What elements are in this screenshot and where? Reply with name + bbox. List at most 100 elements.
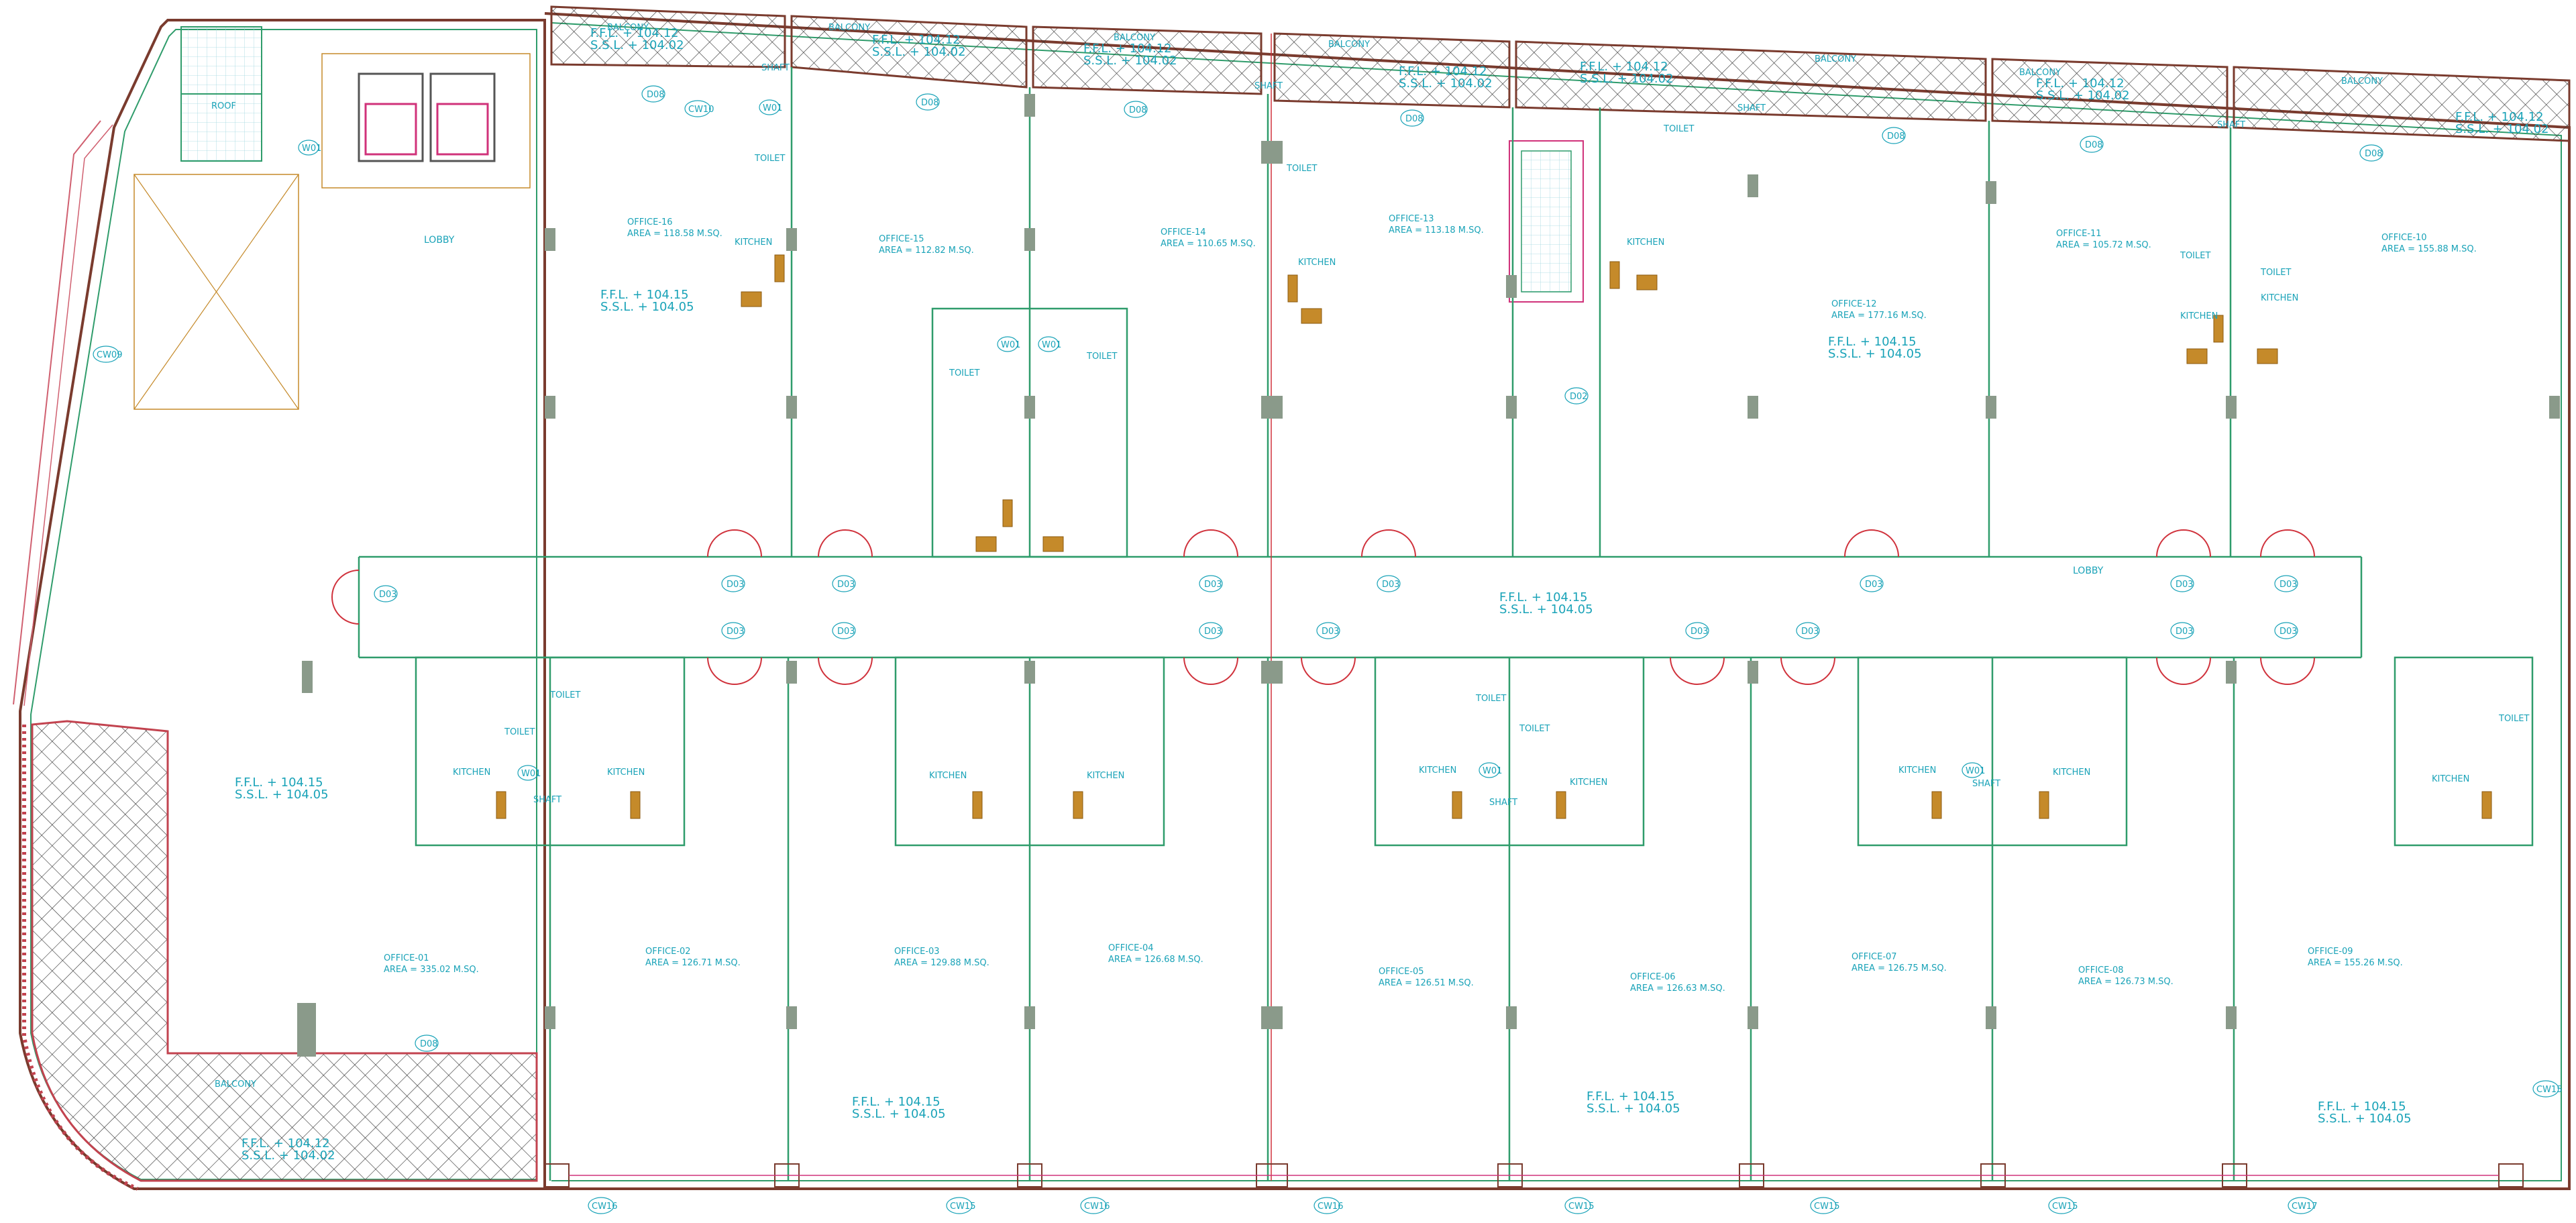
svg-text:D03: D03 xyxy=(2176,627,2194,637)
office-name: OFFICE-10 xyxy=(2381,233,2427,243)
tag-w01: W01 xyxy=(759,99,782,115)
svg-text:D03: D03 xyxy=(2176,580,2194,590)
svg-text:D03: D03 xyxy=(379,590,397,600)
corridor-doors xyxy=(331,529,2315,685)
office-name: OFFICE-16 xyxy=(627,217,673,227)
svg-text:W01: W01 xyxy=(1483,766,1502,776)
bottom-office-partitions xyxy=(415,656,2534,1181)
balcony-railing xyxy=(22,725,139,1191)
kitchen-label: KITCHEN xyxy=(2261,293,2298,303)
tag-cw16: CW16 xyxy=(1313,1197,1343,1214)
ssl-balcony-label: S.S.L. + 104.02 xyxy=(2036,89,2130,103)
svg-text:W01: W01 xyxy=(1001,340,1020,350)
tag-d02: D02 xyxy=(1564,387,1589,405)
toilet-label: TOILET xyxy=(504,727,535,737)
toilet-label: TOILET xyxy=(2260,268,2291,278)
tag-cw15: CW15 xyxy=(946,1197,975,1214)
tag-w01: W01 xyxy=(517,765,541,781)
ssl-balcony-label: S.S.L. + 104.02 xyxy=(1083,54,1177,68)
office-area: AREA = 126.71 M.SQ. xyxy=(645,958,741,968)
ffl-balcony-label: F.F.L. + 104.12 xyxy=(590,26,679,40)
ffl-label: F.F.L. + 104.15 xyxy=(235,776,323,790)
svg-text:D03: D03 xyxy=(1865,580,1883,590)
toilet-label: TOILET xyxy=(2498,714,2529,724)
shaft-label: SHAFT xyxy=(761,63,790,73)
balcony-label: BALCONY xyxy=(2341,76,2383,87)
tag-d03: D03 xyxy=(1860,575,1884,592)
office-area: AREA = 126.51 M.SQ. xyxy=(1379,978,1474,988)
office-name: OFFICE-14 xyxy=(1161,227,1206,237)
kitchen-label: KITCHEN xyxy=(1570,778,1607,788)
office-area: AREA = 113.18 M.SQ. xyxy=(1389,225,1484,235)
svg-text:CW15: CW15 xyxy=(2052,1202,2078,1212)
tag-cw16: CW16 xyxy=(1080,1197,1110,1214)
ffl-balcony-label: F.F.L. + 104.12 xyxy=(241,1136,330,1151)
tag-cw15: CW15 xyxy=(2532,1080,2562,1098)
tag-d08: D08 xyxy=(1124,101,1148,118)
tag-cw15: CW15 xyxy=(1810,1197,1839,1214)
tag-w01: W01 xyxy=(1038,336,1061,352)
svg-text:CW15: CW15 xyxy=(2536,1085,2562,1095)
svg-text:CW09: CW09 xyxy=(97,350,122,360)
svg-text:D02: D02 xyxy=(1570,392,1588,402)
office-area: AREA = 118.58 M.SQ. xyxy=(627,229,722,239)
tag-d08: D08 xyxy=(916,93,940,111)
toilet-label: TOILET xyxy=(949,368,979,378)
balcony-label: BALCONY xyxy=(1114,33,1155,43)
balcony-label: BALCONY xyxy=(215,1079,256,1089)
kitchen-label: KITCHEN xyxy=(607,767,645,778)
office-area: AREA = 129.88 M.SQ. xyxy=(894,958,989,968)
office-name: OFFICE-12 xyxy=(1831,299,1877,309)
office-name: OFFICE-07 xyxy=(1851,952,1897,962)
tag-cw15: CW15 xyxy=(1564,1197,1594,1214)
office-name: OFFICE-11 xyxy=(2056,229,2102,239)
svg-text:CW10: CW10 xyxy=(688,105,714,115)
svg-text:D08: D08 xyxy=(1405,114,1424,124)
office-name: OFFICE-04 xyxy=(1108,943,1154,953)
ffl-balcony-label: F.F.L. + 104.12 xyxy=(872,33,961,47)
level-markers: F.F.L. + 104.15 S.S.L. + 104.05 F.F.L. +… xyxy=(235,26,2549,1163)
office-area: AREA = 126.75 M.SQ. xyxy=(1851,963,1947,973)
svg-text:D08: D08 xyxy=(1129,105,1147,115)
svg-text:D03: D03 xyxy=(2279,580,2298,590)
tag-cw09: CW09 xyxy=(93,345,122,363)
ffl-label: F.F.L. + 104.15 xyxy=(1499,590,1588,604)
lift-core xyxy=(133,26,1584,410)
svg-text:D08: D08 xyxy=(921,98,939,108)
ssl-balcony-label: S.S.L. + 104.02 xyxy=(590,38,684,52)
ssl-label: S.S.L. + 104.05 xyxy=(600,300,694,314)
toilet-label: TOILET xyxy=(1663,124,1694,134)
balcony-label: BALCONY xyxy=(607,23,649,33)
svg-text:D03: D03 xyxy=(1690,627,1709,637)
ffl-balcony-label: F.F.L. + 104.12 xyxy=(1399,64,1487,78)
tag-d03: D03 xyxy=(1377,575,1401,592)
ffl-balcony-label: F.F.L. + 104.12 xyxy=(2455,110,2544,124)
balcony-label: BALCONY xyxy=(2019,68,2061,78)
svg-text:W01: W01 xyxy=(521,769,541,779)
office-area: AREA = 177.16 M.SQ. xyxy=(1831,311,1927,321)
kitchen-label: KITCHEN xyxy=(2053,767,2090,778)
kitchen-label: KITCHEN xyxy=(2432,774,2469,784)
ssl-label: S.S.L. + 104.05 xyxy=(852,1107,946,1121)
office-name: OFFICE-09 xyxy=(2308,947,2353,957)
svg-text:D03: D03 xyxy=(1204,580,1222,590)
shaft-label: SHAFT xyxy=(1489,798,1517,808)
tag-cw15: CW15 xyxy=(2048,1197,2078,1214)
office-area: AREA = 155.88 M.SQ. xyxy=(2381,244,2477,254)
svg-text:D08: D08 xyxy=(2085,140,2103,150)
top-balconies xyxy=(550,5,2571,142)
balcony-label: BALCONY xyxy=(1815,54,1856,64)
tag-d08: D08 xyxy=(1882,127,1906,144)
shaft-label: SHAFT xyxy=(1254,81,1283,91)
office-area: AREA = 126.73 M.SQ. xyxy=(2078,977,2174,987)
kitchen-label: KITCHEN xyxy=(1087,771,1124,781)
tag-d03: D03 xyxy=(1685,622,1709,639)
kitchen-label: KITCHEN xyxy=(1898,765,1936,776)
toilet-label: TOILET xyxy=(1519,724,1550,734)
tag-d03: D03 xyxy=(832,622,856,639)
svg-text:D03: D03 xyxy=(837,580,855,590)
building-outline xyxy=(13,12,2571,1190)
tag-cw10: CW10 xyxy=(684,100,714,117)
tag-w01: W01 xyxy=(298,140,321,156)
balcony-bottom-left xyxy=(31,720,538,1182)
